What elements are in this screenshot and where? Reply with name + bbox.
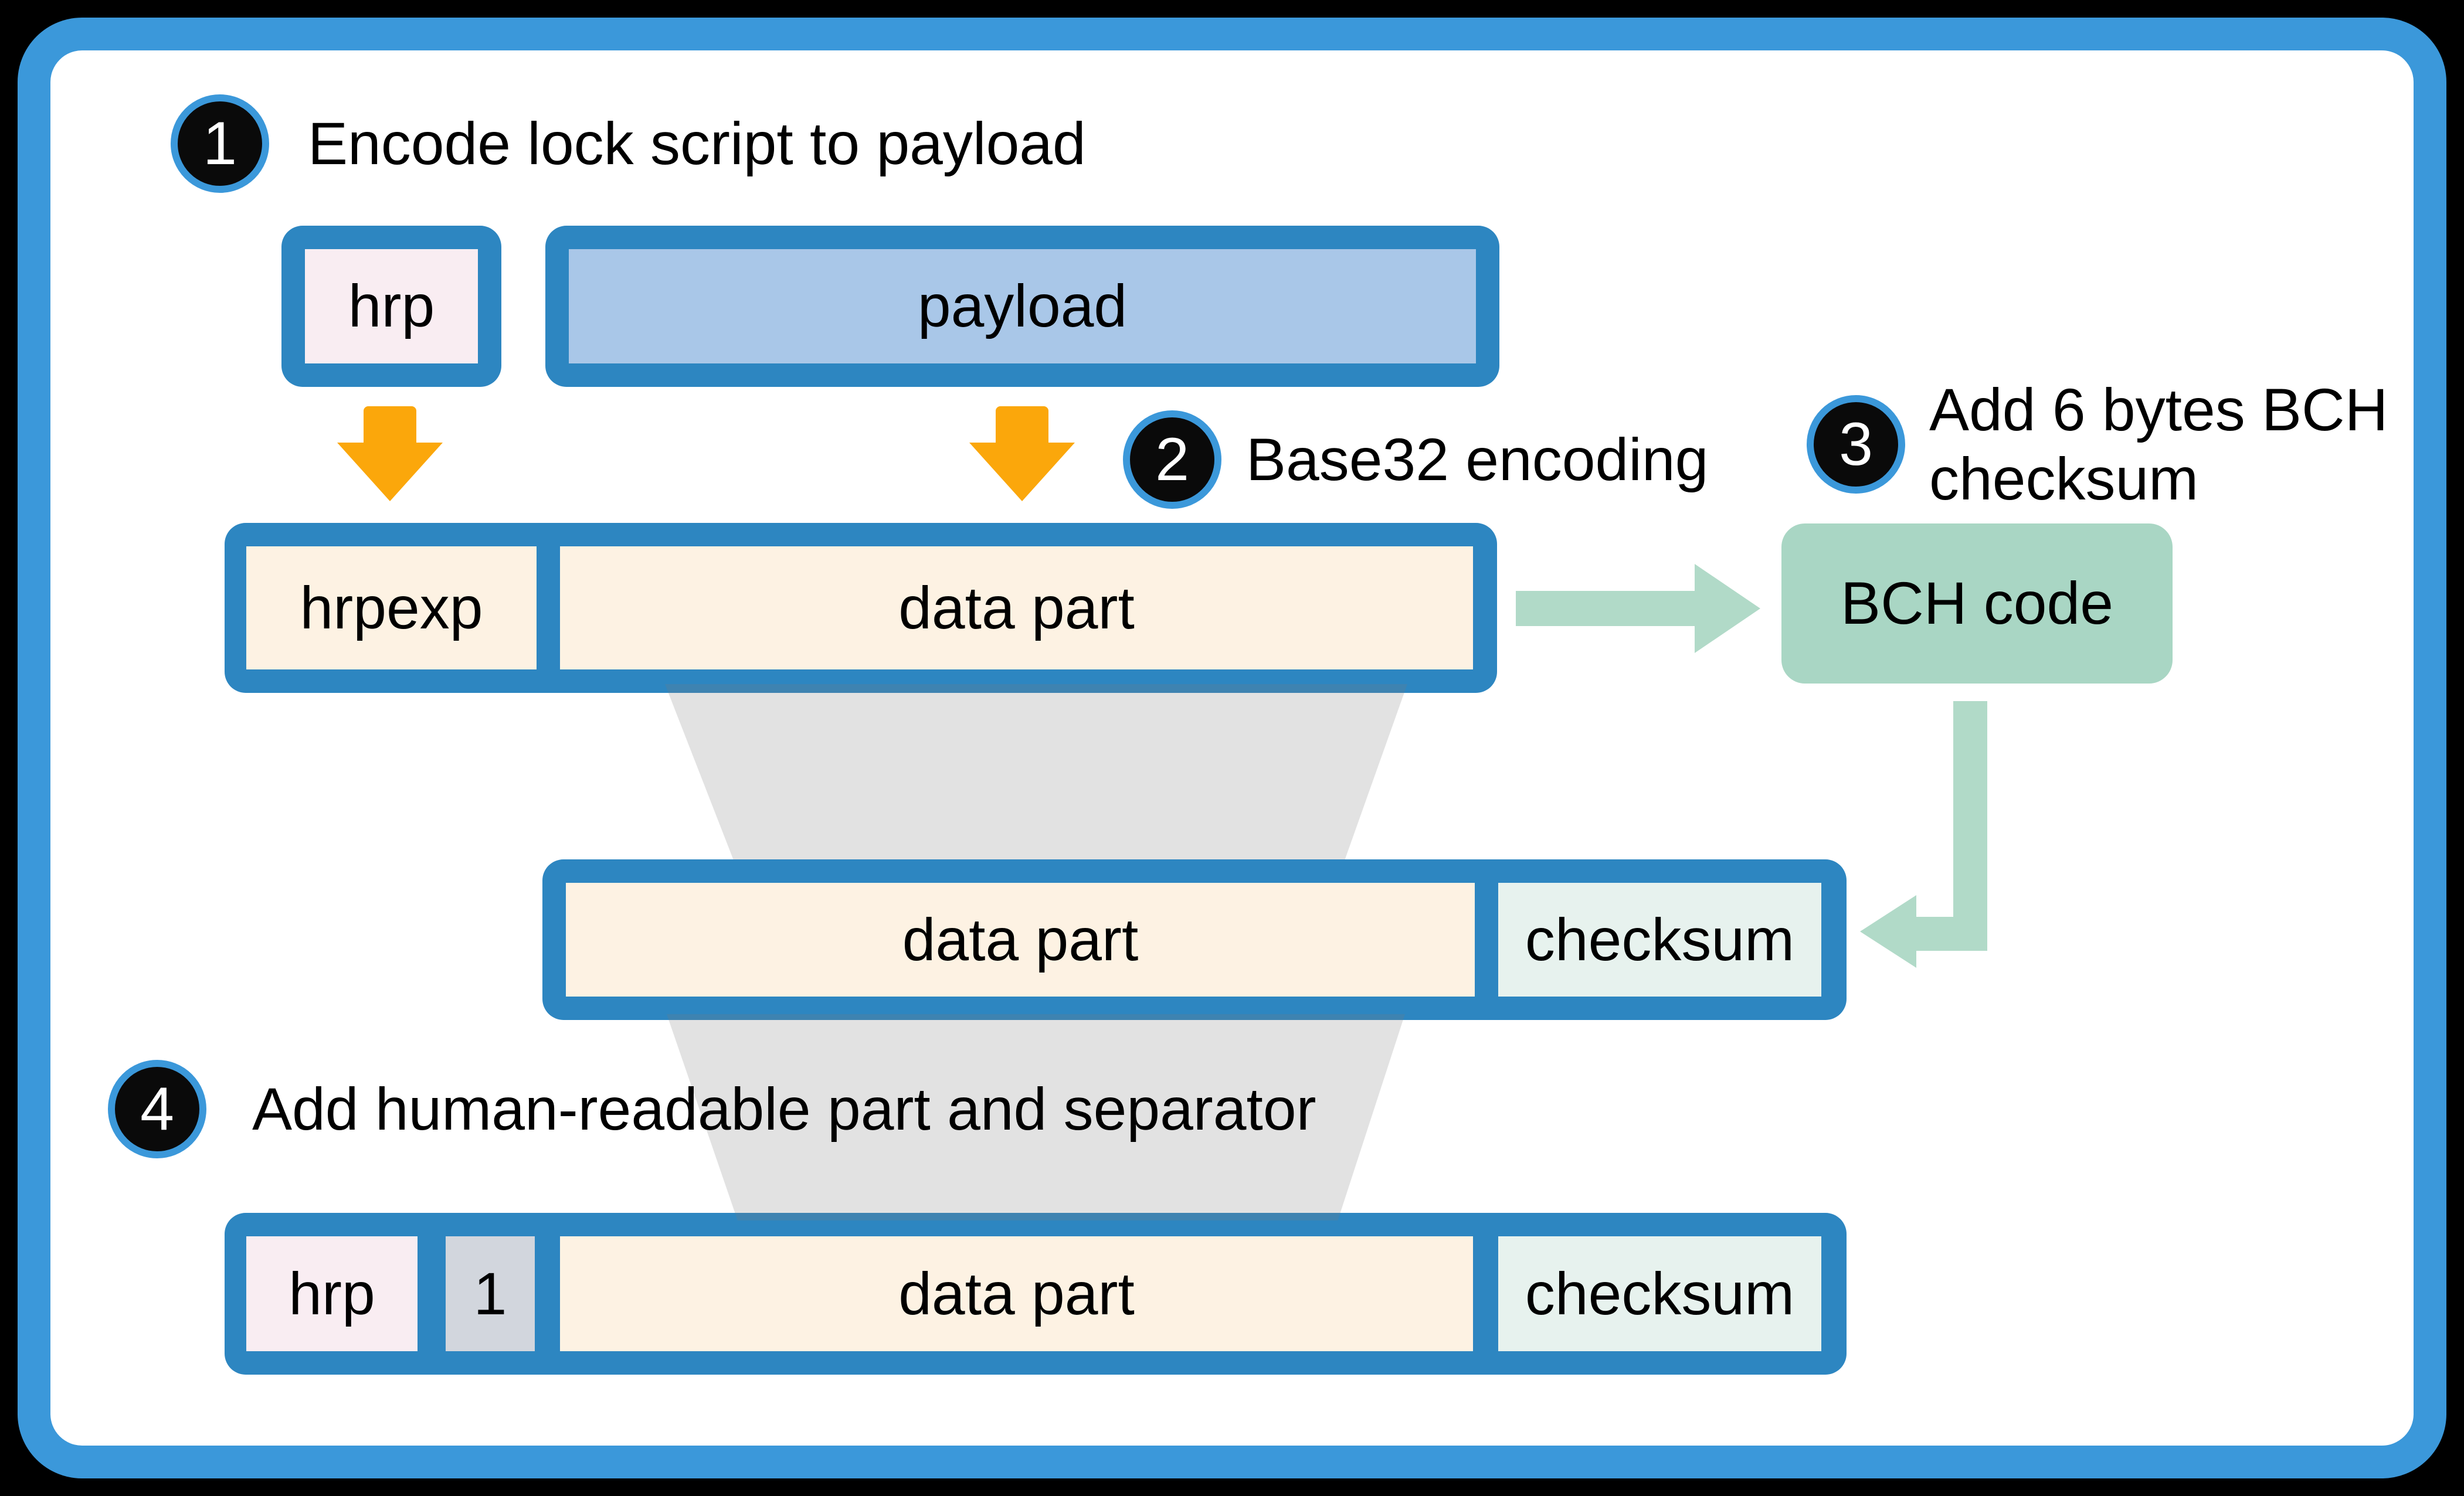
step-3-title-line2: checksum <box>1929 445 2199 512</box>
checksum-label: checksum <box>1525 1260 1795 1327</box>
step-1-title: Encode lock script to payload <box>308 110 1086 177</box>
orange-down-arrow-icon <box>969 406 1075 501</box>
hrp-box: hrp <box>281 226 501 387</box>
data-part-label: data part <box>898 574 1135 641</box>
bch-code-box: BCH code <box>1781 523 2173 684</box>
step-4-badge: 4 <box>108 1060 206 1158</box>
funnel-trapezoid-bottom <box>667 1014 1405 1220</box>
green-right-arrow-icon <box>1516 564 1760 653</box>
step-3-number: 3 <box>1839 410 1873 478</box>
step-4-title: Add human-readable part and separator <box>252 1075 1316 1143</box>
separator-label: 1 <box>473 1260 507 1327</box>
step-2-title: Base32 encoding <box>1246 426 1709 493</box>
step-3-title-line1: Add 6 bytes BCH <box>1929 376 2388 443</box>
bch-code-label: BCH code <box>1841 570 2113 637</box>
row3-checksum-box: checksum <box>1498 883 1821 997</box>
step-1-badge: 1 <box>171 94 269 193</box>
hrp-label: hrp <box>289 1260 375 1327</box>
payload-label: payload <box>917 273 1128 339</box>
row2-data-part-box: data part <box>560 546 1473 669</box>
data-part-label: data part <box>902 906 1139 973</box>
step-2-number: 2 <box>1155 425 1189 494</box>
row4-data-part-box: data part <box>560 1236 1473 1351</box>
hrpexp-label: hrpexp <box>300 574 483 641</box>
orange-down-arrow-icon <box>337 406 443 501</box>
data-part-label: data part <box>898 1260 1135 1327</box>
step-4-number: 4 <box>140 1075 174 1143</box>
step-3-badge: 3 <box>1807 395 1905 494</box>
checksum-label: checksum <box>1525 906 1795 973</box>
funnel-trapezoid-top <box>665 684 1407 859</box>
step-1-number: 1 <box>203 109 237 178</box>
payload-box: payload <box>545 226 1499 387</box>
green-elbow-arrow-icon <box>1860 701 1987 969</box>
hrp-label: hrp <box>348 273 435 339</box>
row4-hrp-box: hrp <box>246 1236 418 1351</box>
separator-box: 1 <box>446 1236 535 1351</box>
step-2-badge: 2 <box>1123 410 1221 509</box>
hrpexp-box: hrpexp <box>246 546 537 669</box>
row3-data-part-box: data part <box>566 883 1475 997</box>
row4-checksum-box: checksum <box>1498 1236 1821 1351</box>
